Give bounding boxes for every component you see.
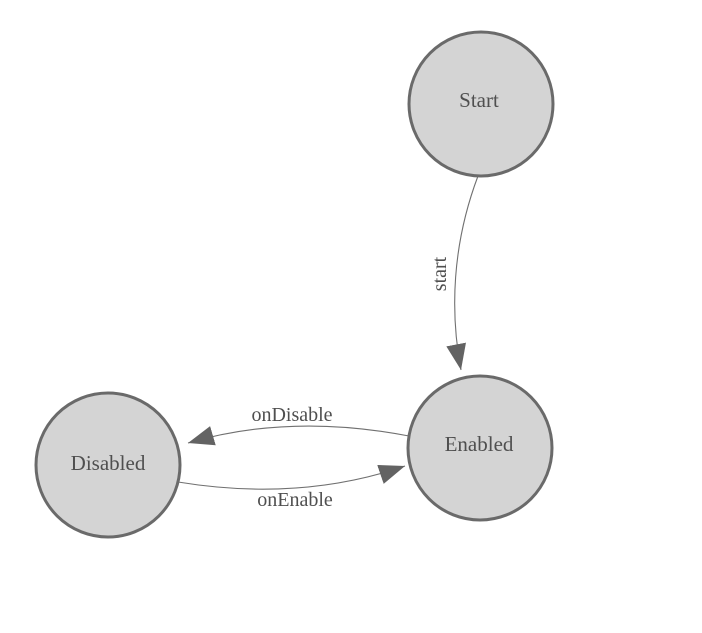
state-node-enabled: Enabled	[406, 374, 554, 522]
edge-disabled-to-enabled-label: onEnable	[257, 489, 333, 511]
edge-start-to-enabled: start	[429, 175, 479, 371]
edge-enabled-to-disabled-label: onDisable	[251, 404, 332, 426]
edge-disabled-to-enabled: onEnable	[177, 464, 406, 511]
state-node-start: Start	[407, 30, 555, 178]
state-node-disabled-circle	[34, 391, 182, 539]
state-node-disabled: Disabled	[34, 391, 182, 539]
edge-enabled-to-disabled-path	[187, 425, 410, 446]
state-node-disabled-label: Disabled	[71, 451, 146, 475]
edge-start-to-enabled-path	[446, 175, 479, 371]
edge-enabled-to-disabled: onDisable	[187, 404, 410, 446]
edge-disabled-to-enabled-path	[177, 464, 406, 490]
state-node-enabled-circle	[406, 374, 554, 522]
state-node-start-circle	[407, 30, 555, 178]
state-node-enabled-label: Enabled	[445, 432, 514, 456]
state-node-start-label: Start	[459, 88, 499, 112]
edge-start-to-enabled-label: start	[429, 256, 451, 291]
